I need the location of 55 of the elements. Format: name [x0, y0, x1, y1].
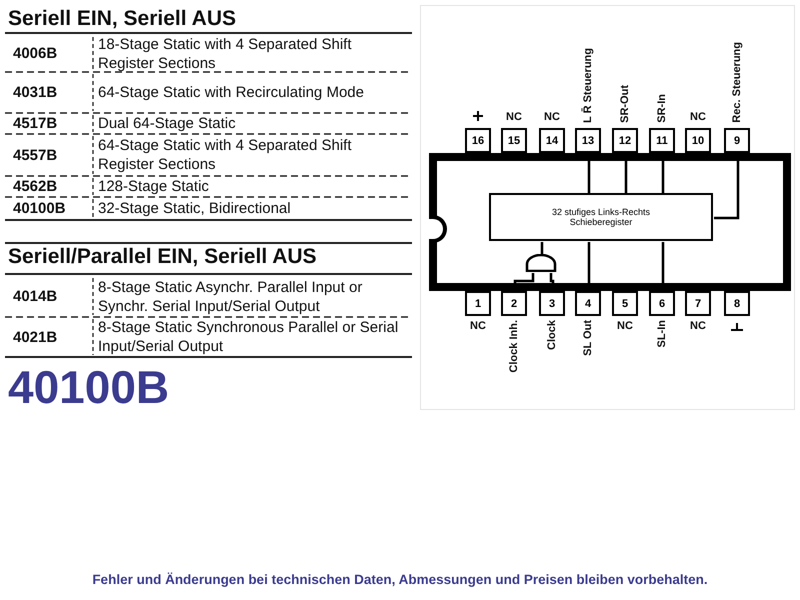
pin-number: 13 [575, 128, 601, 153]
description-text: 64-Stage Static with 4 Separated Shift Register Sections [98, 136, 352, 175]
pin-label: NC [690, 111, 706, 123]
pin-label: SL-In [656, 320, 668, 348]
pin-number: 5 [612, 291, 638, 316]
block-label: 32 stufiges Links-Rechts Schieberegister [550, 207, 652, 227]
part-number: 4006B [12, 44, 58, 64]
pin-number: 15 [501, 128, 527, 153]
connection-line [540, 242, 544, 255]
pin-number: 3 [539, 291, 565, 316]
section-heading: Seriell/Parallel EIN, Seriell AUS [8, 245, 317, 269]
pin-number: 4 [575, 291, 601, 316]
pin-number: 7 [685, 291, 711, 316]
pin-label: SR-In [656, 94, 668, 123]
disclaimer-text: Fehler und Änderungen bei technischen Daten, Abmessungen und Preisen bleiben vorbehalten. [91, 572, 709, 587]
part-number: 4031B [12, 83, 58, 103]
description-text: 18-Stage Static with 4 Separated Shift Register Sections [98, 35, 352, 72]
pin-number: 12 [612, 128, 638, 153]
part-number: 4517B [12, 114, 58, 134]
description-text: 8-Stage Static Asynchr. Parallel Input or Synchr. Serial Input/Serial Output [98, 278, 364, 316]
section-heading: Seriell EIN, Seriell AUS [8, 7, 236, 31]
pin-number: 16 [465, 128, 491, 153]
description-text: 8-Stage Static Synchronous Parallel or Serial Input/Serial Output [98, 318, 400, 357]
pin-label: SL Out [582, 320, 594, 356]
pin-number: 2 [501, 291, 527, 316]
part-number: 4021B [12, 328, 58, 348]
pin-label: NC [690, 320, 706, 332]
pin-number: 6 [649, 291, 675, 316]
pin-number: 9 [724, 128, 750, 153]
pin-number: 1 [465, 291, 491, 316]
pin-number: 11 [649, 128, 675, 153]
and-gate-symbol [525, 254, 557, 272]
pin-label: NC [506, 111, 522, 123]
pin-label: Rec. Steuerung [731, 42, 743, 123]
part-number: 4557B [12, 146, 58, 166]
description-text: 64-Stage Static with Recirculating Mode [98, 83, 365, 103]
pin-number: 14 [539, 128, 565, 153]
pin-label: Clock Inh. [508, 320, 520, 373]
part-number: 4014B [12, 287, 58, 307]
pin-number: 10 [685, 128, 711, 153]
pin-label: L R̄ Steuerung [582, 48, 594, 123]
description-text: 128-Stage Static [98, 177, 210, 197]
description-text: 32-Stage Static, Bidirectional [98, 199, 292, 219]
part-number: 4562B [12, 177, 58, 197]
ic-package [429, 153, 791, 291]
pin-label: NC [544, 111, 560, 123]
pin-number: 8 [724, 291, 750, 316]
description-text: Dual 64-Stage Static [98, 114, 237, 134]
pin-label: SR-Out [619, 85, 631, 123]
part-number: 40100B [12, 199, 67, 219]
pin-label: NC [617, 320, 633, 332]
part-number-heading: 40100B [8, 360, 170, 414]
pin-label: NC [470, 320, 486, 332]
register-block [489, 193, 713, 241]
pin-label: Clock [546, 320, 558, 350]
